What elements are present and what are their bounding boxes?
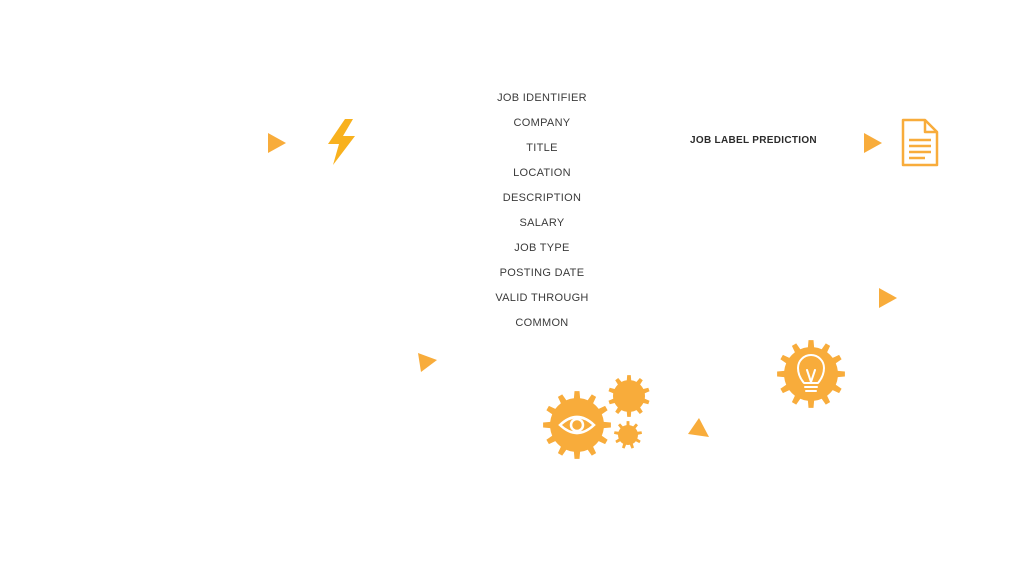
small-gear-icon (614, 421, 642, 449)
field-job-identifier: JOB IDENTIFIER (497, 92, 587, 104)
arrow-triangle-icon (688, 418, 709, 437)
field-job-type: JOB TYPE (514, 242, 570, 254)
document-icon (901, 118, 939, 167)
field-location: LOCATION (513, 167, 571, 179)
lightning-bolt-icon (328, 119, 355, 165)
large-gear-icon (543, 391, 611, 459)
arrow-triangle-icon (268, 133, 286, 153)
field-valid-through: VALID THROUGH (495, 292, 589, 304)
prediction-label: JOB LABEL PREDICTION (690, 135, 817, 146)
gear-shape (608, 375, 650, 417)
field-common: COMMON (515, 317, 569, 329)
field-company: COMPANY (513, 117, 571, 129)
field-description: DESCRIPTION (502, 192, 582, 204)
arrow-triangle-icon (418, 353, 437, 372)
lightbulb-icon (797, 354, 825, 392)
medium-gear-icon (608, 375, 650, 417)
field-title: TITLE (526, 142, 558, 154)
bulb-gear-icon (777, 340, 845, 408)
gear-shape (543, 391, 611, 459)
arrow-triangle-icon (879, 288, 897, 308)
field-list: JOB IDENTIFIER COMPANY TITLE LOCATION DE… (462, 88, 622, 338)
eye-icon (558, 415, 596, 435)
gear-shape (777, 340, 845, 408)
arrow-triangle-icon (864, 133, 882, 153)
gear-shape (614, 421, 642, 449)
field-salary: SALARY (519, 217, 565, 229)
field-posting-date: POSTING DATE (499, 267, 585, 279)
